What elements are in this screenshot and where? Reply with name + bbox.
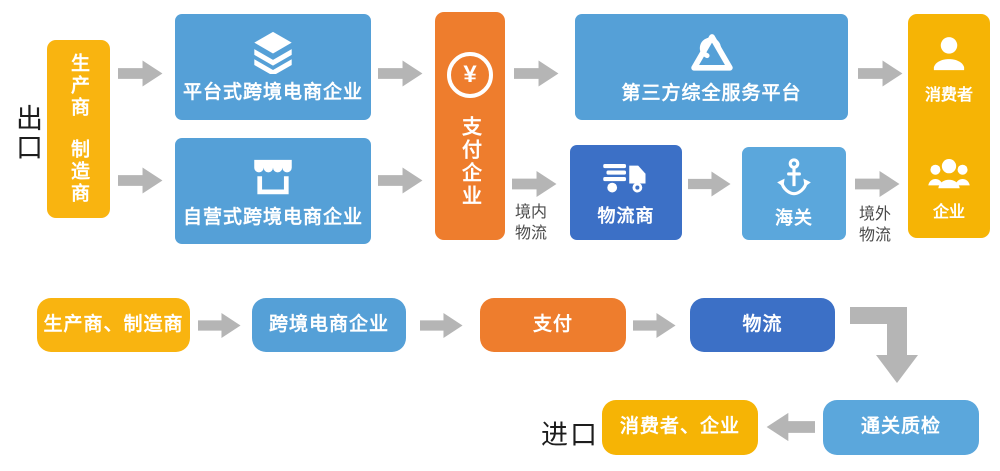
consumer-person-icon bbox=[927, 34, 971, 76]
anchor-icon bbox=[774, 157, 814, 199]
platform-ecommerce-box: 平台式跨境电商企业 bbox=[175, 14, 371, 120]
payment-company-label: 支付企业 bbox=[458, 116, 481, 208]
consumer-enterprise-box: 消费者 企业 bbox=[908, 14, 990, 238]
triangle-loop-icon bbox=[686, 30, 738, 78]
logistics-provider-label: 物流商 bbox=[597, 205, 655, 226]
customs-box: 海关 bbox=[742, 147, 846, 240]
arrow-producer-to-platform bbox=[118, 55, 164, 92]
truck-icon bbox=[600, 158, 652, 196]
import-flow-label: 进口 bbox=[541, 420, 599, 450]
import-logistics-label: 物流 bbox=[742, 313, 783, 335]
manufacturer-label: 制造商 bbox=[68, 139, 89, 205]
payment-company-box: ¥ 支付企业 bbox=[435, 12, 505, 240]
arrow-payment-to-logistics-import bbox=[633, 309, 677, 342]
producer-label: 生产商 bbox=[68, 53, 89, 119]
thirdparty-platform-label: 第三方综全服务平台 bbox=[621, 82, 802, 104]
consumer-label: 消费者 bbox=[924, 87, 973, 104]
arrow-logistics-to-customs bbox=[688, 167, 732, 201]
logistics-provider-box: 物流商 bbox=[570, 145, 682, 240]
enterprise-item: 企业 bbox=[926, 154, 972, 222]
arrow-inspection-to-consumer bbox=[765, 408, 815, 446]
arrow-thirdparty-to-consumers bbox=[858, 55, 904, 92]
thirdparty-platform-box: 第三方综全服务平台 bbox=[575, 14, 848, 120]
import-ecommerce-box: 跨境电商企业 bbox=[252, 298, 406, 352]
arrow-logistics-to-inspection bbox=[850, 307, 920, 385]
import-inspection-box: 通关质检 bbox=[823, 400, 979, 455]
import-payment-label: 支付 bbox=[532, 313, 573, 335]
arrow-customs-to-consumers bbox=[855, 167, 901, 201]
import-inspection-label: 通关质检 bbox=[860, 416, 941, 438]
arrow-selfoperated-to-payment bbox=[378, 162, 424, 199]
arrow-payment-to-thirdparty bbox=[514, 55, 560, 92]
domestic-logistics-label: 境内物流 bbox=[514, 204, 547, 242]
storefront-icon bbox=[248, 154, 298, 200]
yen-coin-icon: ¥ bbox=[447, 52, 493, 98]
producer-manufacturer-box: 生产商 制造商 bbox=[47, 40, 110, 218]
layers-icon bbox=[250, 30, 296, 75]
arrow-producer-to-ecommerce bbox=[198, 309, 242, 342]
selfoperated-ecommerce-box: 自营式跨境电商企业 bbox=[175, 138, 371, 244]
arrow-platform-to-payment bbox=[378, 55, 424, 92]
import-logistics-box: 物流 bbox=[690, 298, 835, 352]
enterprise-label: 企业 bbox=[932, 204, 965, 221]
consumer-item: 消费者 bbox=[925, 34, 973, 105]
export-flow-label: 出口 bbox=[12, 104, 42, 162]
import-ecommerce-label: 跨境电商企业 bbox=[268, 313, 389, 335]
import-consumer-label: 消费者、企业 bbox=[619, 416, 740, 438]
enterprise-group-icon bbox=[926, 154, 972, 194]
customs-label: 海关 bbox=[775, 208, 813, 228]
overseas-logistics-label: 境外物流 bbox=[858, 206, 891, 244]
platform-ecommerce-label: 平台式跨境电商企业 bbox=[182, 82, 363, 104]
arrow-payment-to-logistics bbox=[512, 167, 558, 201]
import-producer-box: 生产商、制造商 bbox=[37, 298, 190, 352]
import-producer-label: 生产商、制造商 bbox=[43, 313, 184, 335]
import-payment-box: 支付 bbox=[480, 298, 626, 352]
import-consumer-box: 消费者、企业 bbox=[602, 400, 758, 455]
arrow-ecommerce-to-payment bbox=[420, 309, 464, 342]
selfoperated-ecommerce-label: 自营式跨境电商企业 bbox=[182, 206, 363, 228]
arrow-producer-to-selfoperated bbox=[118, 162, 164, 199]
